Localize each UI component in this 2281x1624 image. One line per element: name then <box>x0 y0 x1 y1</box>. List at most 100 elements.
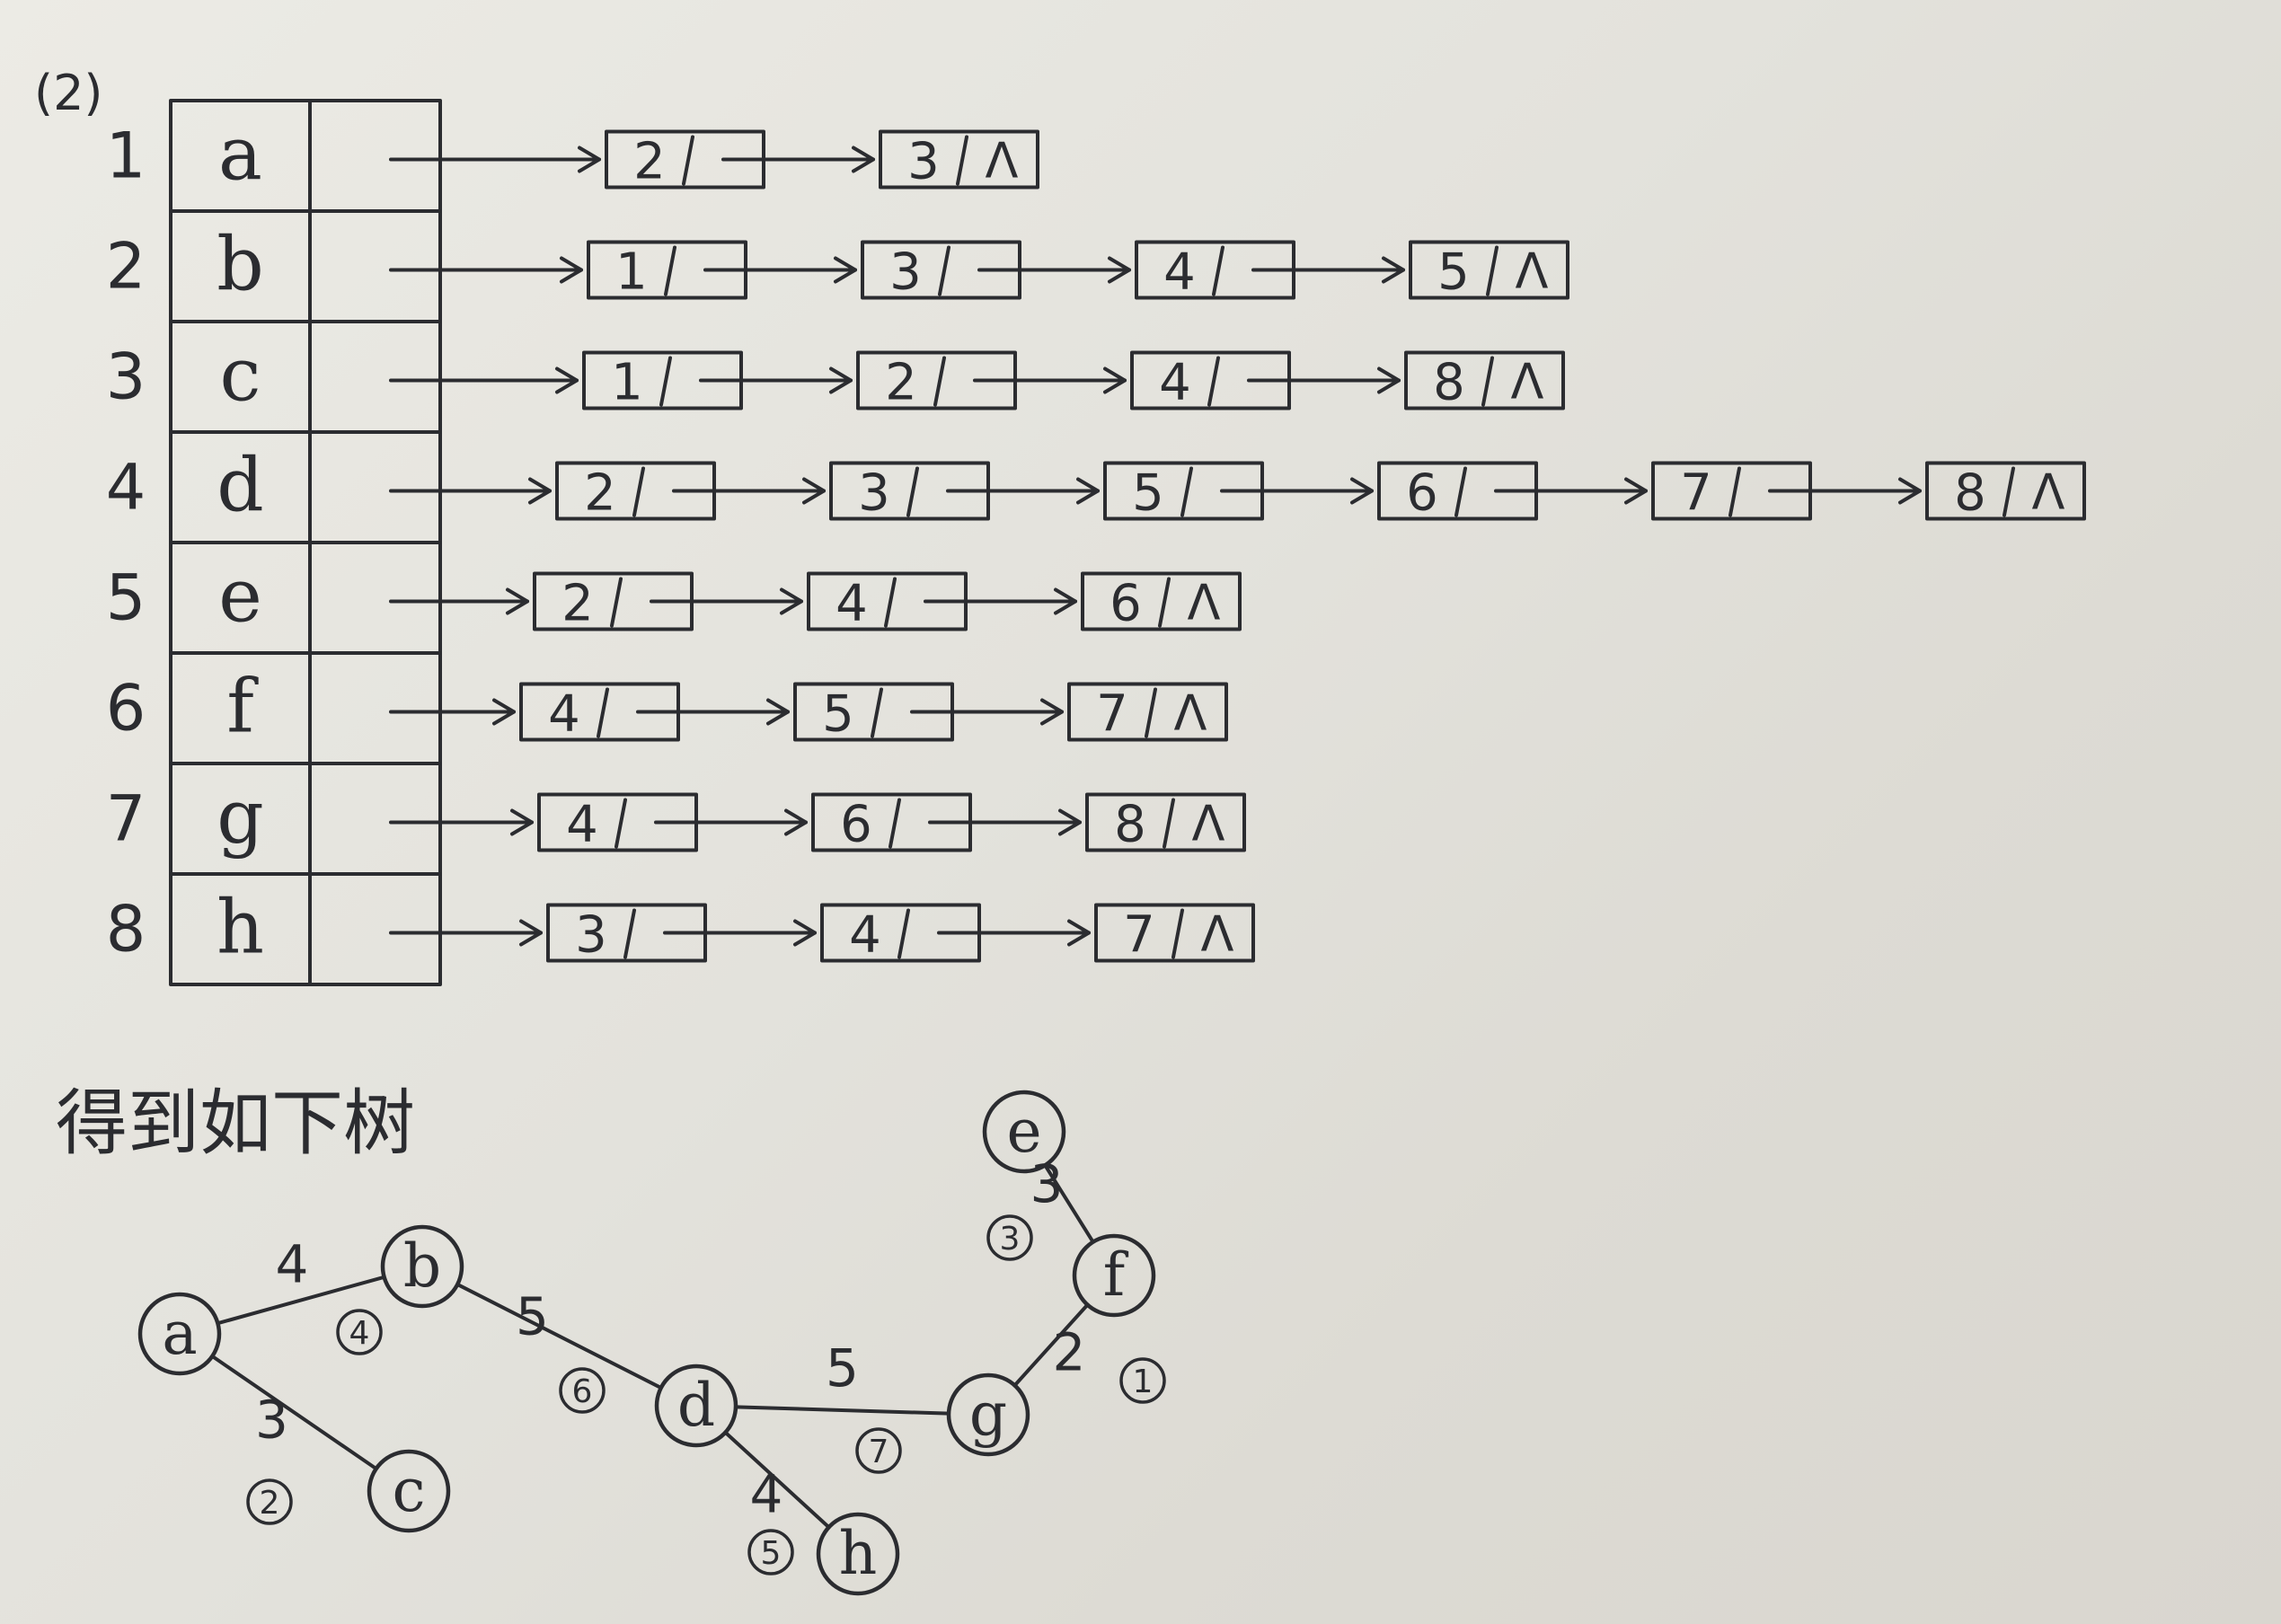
edge-order: 1 <box>1133 1364 1154 1400</box>
arrowhead-icon <box>784 808 808 836</box>
edge-order: 3 <box>1000 1221 1021 1258</box>
tree-edge: 56 <box>455 1282 663 1414</box>
list-node-value: 8 <box>1433 354 1465 412</box>
row-vertex: d <box>217 444 264 529</box>
edge-weight: 2 <box>1053 1322 1086 1383</box>
list-node: 4 <box>537 792 808 854</box>
null-pointer-icon: Λ <box>1192 796 1225 852</box>
arrowhead-icon <box>1108 256 1131 284</box>
arrowhead-icon <box>802 477 826 505</box>
edge-weight: 4 <box>276 1234 309 1295</box>
row-index: 6 <box>106 672 146 746</box>
list-node: 3 <box>829 461 1100 523</box>
list-node-value: 3 <box>889 243 922 302</box>
edge-order: 4 <box>349 1315 370 1352</box>
list-node-divider <box>1180 466 1193 517</box>
list-node-divider <box>597 687 609 738</box>
tree-node-circle <box>654 1364 738 1448</box>
arrowhead-icon <box>578 146 601 173</box>
list-node: 4 <box>820 903 1091 965</box>
list-node-value: 3 <box>858 464 890 523</box>
list-node-value: 2 <box>633 133 666 191</box>
list-node-divider <box>884 577 897 628</box>
list-node-value: 6 <box>840 796 872 854</box>
tree-edge-line <box>723 1430 831 1530</box>
edge-order: 7 <box>869 1434 889 1470</box>
tree-node-circle <box>982 1090 1066 1174</box>
list-node-divider <box>1207 356 1220 407</box>
list-node-value: 7 <box>1680 464 1712 523</box>
list-node-box <box>1085 792 1246 852</box>
list-node-value: 3 <box>575 906 607 965</box>
tree-node-label: h <box>839 1519 878 1588</box>
list-node-divider <box>1171 908 1184 959</box>
row-index: 1 <box>106 119 146 193</box>
list-node-divider <box>933 356 946 407</box>
list-node-box <box>1067 682 1228 742</box>
null-pointer-icon: Λ <box>1174 685 1207 742</box>
tree-edge-line <box>216 1275 386 1326</box>
null-pointer-icon: Λ <box>1188 575 1221 631</box>
list-node: 4 <box>807 571 1077 633</box>
arrowhead-icon <box>492 698 516 726</box>
tree-node: g <box>946 1372 1030 1457</box>
list-node-divider <box>1212 245 1224 296</box>
tree-edge-line <box>1043 1163 1095 1244</box>
list-node-box <box>1404 350 1565 410</box>
list-node-value: 4 <box>566 796 598 854</box>
list-node-divider <box>2003 466 2015 517</box>
edge-order-circle <box>855 1427 902 1474</box>
list-node-value: 6 <box>1406 464 1438 523</box>
arrowhead-icon <box>510 808 534 836</box>
row-index: 4 <box>106 451 146 525</box>
arrowhead-icon <box>555 366 579 394</box>
list-node-value: 4 <box>849 906 881 965</box>
list-node-value: 2 <box>561 575 594 633</box>
null-pointer-icon: Λ <box>1511 354 1544 410</box>
list-node: 6 <box>1377 461 1648 523</box>
list-node: 4 <box>519 682 790 744</box>
list-node-divider <box>610 577 623 628</box>
arrowhead-icon <box>528 477 552 505</box>
list-node: 3 <box>861 240 1131 302</box>
arrowhead-icon <box>829 366 853 394</box>
tree-node-circle <box>137 1292 222 1376</box>
list-node-divider <box>682 135 694 186</box>
tree-node: d <box>654 1364 738 1448</box>
tree-edge-line <box>733 1405 951 1416</box>
arrowhead-icon <box>506 587 529 615</box>
list-node: 4 <box>1130 350 1401 412</box>
tree-edge-line <box>1012 1302 1090 1388</box>
list-node-value: 4 <box>548 685 580 744</box>
list-node: 2 <box>533 571 803 633</box>
edge-order: 2 <box>260 1485 280 1522</box>
row-index: 5 <box>106 561 146 635</box>
list-node-box <box>1409 240 1569 300</box>
tree-edge-line <box>210 1354 378 1471</box>
row-index: 7 <box>106 782 146 856</box>
tree-node-label: e <box>1006 1097 1041 1166</box>
arrowhead-icon <box>1058 808 1082 836</box>
tree-caption: 得到如下树 <box>56 1081 415 1165</box>
tree-node: f <box>1072 1233 1156 1318</box>
tree-node-circle <box>816 1512 900 1596</box>
tree-node-label: d <box>677 1371 715 1440</box>
list-node-value: 4 <box>1159 354 1191 412</box>
arrowhead-icon <box>780 587 803 615</box>
list-node-box <box>1081 571 1242 631</box>
null-pointer-icon: Λ <box>1516 243 1549 300</box>
row-index: 8 <box>106 893 146 966</box>
list-node-value: 8 <box>1114 796 1146 854</box>
list-node-divider <box>897 908 910 959</box>
tree-node-circle <box>367 1449 451 1533</box>
arrowhead-icon <box>1350 477 1374 505</box>
row-vertex: e <box>218 554 262 640</box>
list-node-divider <box>1728 466 1741 517</box>
list-node-divider <box>889 798 901 849</box>
